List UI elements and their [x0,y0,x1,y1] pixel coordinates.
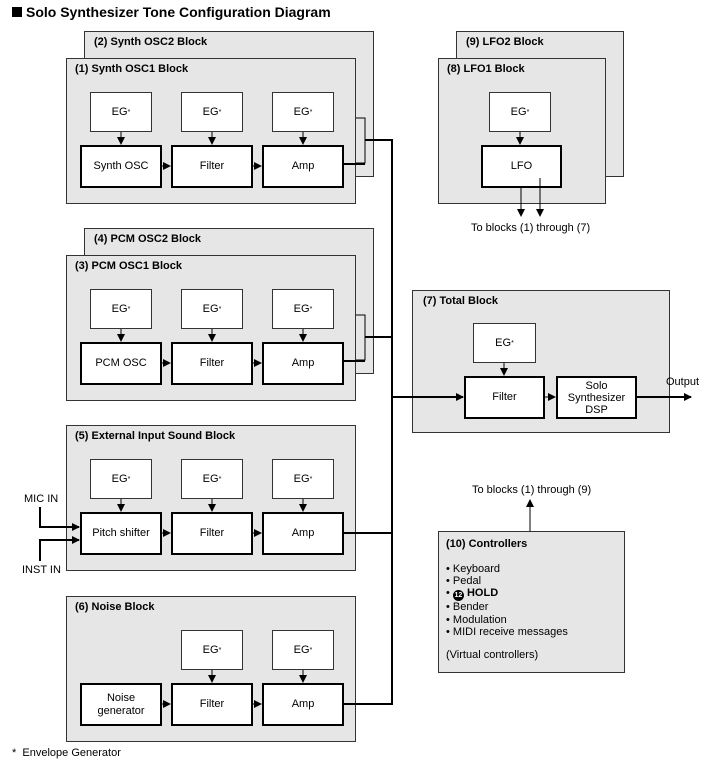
lfo2-title: (9) LFO2 Block [466,36,544,48]
controller-item-hold: 12 HOLD [446,587,621,602]
eg-box: EG* [90,289,152,329]
eg-label: EG [293,644,310,656]
filter-module: Filter [464,376,545,419]
inst-in-label: INST IN [22,564,61,576]
eg-label: EG [202,303,219,315]
pcm-osc-module: PCM OSC [80,342,162,385]
dsp-line3: DSP [585,403,608,416]
eg-label: EG [495,337,512,349]
noise-title: (6) Noise Block [75,601,155,613]
eg-label: EG [111,106,128,118]
filter-module: Filter [171,512,253,555]
amp-module: Amp [262,145,344,188]
dsp-line2: Synthesizer [567,391,626,404]
synth-osc2-title: (2) Synth OSC2 Block [94,36,208,48]
hold-label: HOLD [466,587,499,600]
eg-mark: * [309,646,313,654]
eg-label: EG [202,473,219,485]
noise-line1: Noise [106,691,136,704]
eg-label: EG [510,106,527,118]
controllers-title: (10) Controllers [446,538,528,550]
filter-module: Filter [171,683,253,726]
eg-mark: * [218,108,222,116]
amp-module: Amp [262,512,344,555]
controllers-list: Keyboard Pedal 12 HOLD Bender Modulation… [446,563,621,638]
dsp-line1: Solo [585,379,608,392]
eg-box: EG* [181,92,243,132]
eg-mark: * [127,305,131,313]
eg-box: EG* [272,630,334,670]
eg-box: EG* [90,459,152,499]
eg-box: EG* [181,459,243,499]
eg-box: EG* [489,92,551,132]
diagram-title: Solo Synthesizer Tone Configuration Diag… [12,4,331,20]
filter-module: Filter [171,342,253,385]
inst-in-wire [39,536,80,561]
controllers-destination-note: To blocks (1) through (9) [472,484,592,496]
eg-box: EG* [272,92,334,132]
pcm-osc2-title: (4) PCM OSC2 Block [94,233,201,245]
lfo-destination-note: To blocks (1) through (7) [471,222,591,234]
mic-in-wire [39,507,80,531]
eg-box: EG* [181,289,243,329]
controller-item: MIDI receive messages [446,626,621,638]
filter-module: Filter [171,145,253,188]
controller-item: Keyboard [446,563,621,575]
eg-box: EG* [272,289,334,329]
eg-mark: * [127,108,131,116]
eg-label: EG [202,644,219,656]
footnote-mark: * [12,747,17,759]
hold-number-badge: 12 [452,590,464,602]
footnote: * Envelope Generator [12,747,121,759]
eg-box: EG* [473,323,536,363]
eg-label: EG [293,473,310,485]
eg-mark: * [218,475,222,483]
eg-mark: * [309,305,313,313]
mic-in-label: MIC IN [24,493,59,505]
eg-mark: * [127,475,131,483]
amp-module: Amp [262,683,344,726]
title-square-icon [12,7,22,17]
controller-item: Modulation [446,614,621,626]
eg-box: EG* [181,630,243,670]
eg-label: EG [293,106,310,118]
eg-label: EG [293,303,310,315]
synth-osc-module: Synth OSC [80,145,162,188]
output-label: Output [666,376,700,388]
amp-module: Amp [262,342,344,385]
pitch-shifter-module: Pitch shifter [80,512,162,555]
eg-mark: * [511,339,514,347]
osc2-output-wire [356,117,366,164]
eg-box: EG* [272,459,334,499]
lfo1-title: (8) LFO1 Block [447,63,525,75]
pcm-osc1-title: (3) PCM OSC1 Block [75,260,182,272]
virtual-controllers-note: (Virtual controllers) [446,649,539,661]
eg-mark: * [526,108,530,116]
controller-item: Bender [446,601,621,613]
eg-label: EG [111,303,128,315]
eg-mark: * [218,646,222,654]
eg-box: EG* [90,92,152,132]
diagram-title-text: Solo Synthesizer Tone Configuration Diag… [26,4,331,20]
eg-label: EG [111,473,128,485]
eg-label: EG [202,106,219,118]
external-input-title: (5) External Input Sound Block [75,430,236,442]
controller-item: Pedal [446,575,621,587]
noise-line2: generator [97,704,145,717]
footnote-text: Envelope Generator [22,747,121,759]
osc2-output-wire [356,314,366,361]
lfo-module: LFO [481,145,562,188]
total-title: (7) Total Block [423,295,498,307]
synth-osc1-title: (1) Synth OSC1 Block [75,63,189,75]
eg-mark: * [218,305,222,313]
eg-mark: * [309,475,313,483]
eg-mark: * [309,108,313,116]
